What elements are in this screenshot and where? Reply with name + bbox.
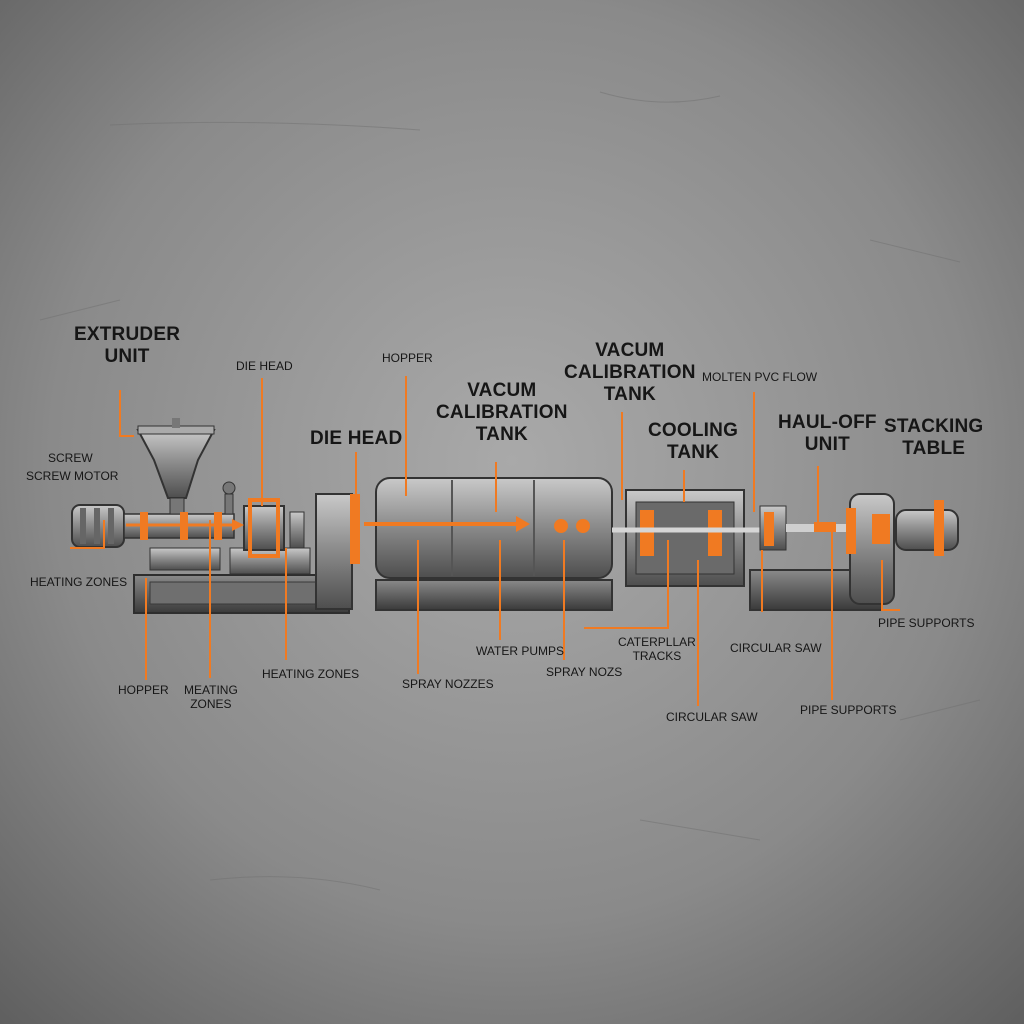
cooling-tank [612, 489, 760, 587]
label-pipe-supports-middle: PIPE SUPPORTS [800, 703, 897, 717]
spray-nozzle [576, 519, 590, 533]
label-water-pumps: WATER PUMPS [476, 644, 565, 658]
stacking-table [872, 500, 959, 556]
label-vacuum-right-line3: TANK [603, 383, 656, 405]
label-vacuum-left-line3: TANK [475, 423, 528, 445]
label-hopper-top: HOPPER [382, 351, 433, 365]
label-stacking-table-line1: STACKING [884, 416, 984, 437]
label-die-head: DIE HEAD [310, 428, 403, 449]
label-vacuum-right-line1: VACUM [595, 340, 665, 361]
label-circular-saw-middle: CIRCULAR SAW [666, 710, 758, 724]
label-cooling-tank: COOLING TANK [648, 420, 738, 464]
label-die-head-small: DIE HEAD [236, 359, 293, 373]
label-vacuum-calibration-tank-left: VACUM CALIBRATION TANK [436, 380, 568, 446]
label-vacuum-calibration-tank-right: VACUM CALIBRATION TANK [564, 340, 696, 406]
label-extruder-unit: EXTRUDER UNIT [74, 324, 180, 368]
hopper [136, 429, 216, 499]
label-stacking-table-line2: TABLE [902, 437, 966, 459]
spray-nozzle [554, 519, 568, 533]
label-cooling-tank-line1: COOLING [648, 420, 739, 441]
leader-lines [70, 376, 900, 706]
label-circular-saw-right: CIRCULAR SAW [730, 641, 822, 655]
extruder-unit [71, 418, 360, 614]
label-haul-off-line1: HAUL-OFF [778, 412, 877, 433]
label-extruder-unit-line2: UNIT [104, 345, 150, 367]
label-pipe-supports-right: PIPE SUPPORTS [878, 616, 975, 630]
label-vacuum-right-line2: CALIBRATION [564, 361, 696, 383]
label-caterpllar-tracks: CATERPLLAR TRACKS [618, 635, 696, 664]
label-molten-pvc-flow: MOLTEN PVC FLOW [702, 370, 818, 384]
label-meating-zones-line2: ZONES [190, 696, 232, 711]
haul-off-unit [749, 493, 895, 611]
label-hopper-bottom: HOPPER [118, 683, 169, 697]
label-stacking-table: STACKING TABLE [884, 416, 983, 460]
label-haul-off-unit: HAUL-OFF UNIT [778, 412, 877, 456]
vacuum-calibration-tank [364, 477, 613, 611]
label-meating-zones: MEATING ZONES [184, 683, 238, 712]
label-heating-zones-middle: HEATING ZONES [262, 667, 360, 681]
label-haul-off-line2: UNIT [804, 433, 850, 455]
label-cooling-tank-line2: TANK [666, 441, 720, 463]
label-extruder-unit-line1: EXTRUDER [74, 324, 181, 345]
label-spray-nozzes: SPRAY NOZZES [402, 677, 494, 691]
label-meating-zones-line1: MEATING [184, 683, 238, 697]
label-screw-motor: SCREW MOTOR [26, 469, 119, 483]
label-vacuum-left-line2: CALIBRATION [436, 401, 568, 423]
label-vacuum-left-line1: VACUM [467, 380, 537, 401]
label-spray-nozs: SPRAY NOZS [546, 665, 623, 679]
label-screw: SCREW [48, 451, 93, 465]
label-heating-zones-left: HEATING ZONES [30, 575, 128, 589]
label-caterpllar-line1: CATERPLLAR [618, 635, 696, 649]
label-caterpllar-line2: TRACKS [632, 648, 682, 663]
